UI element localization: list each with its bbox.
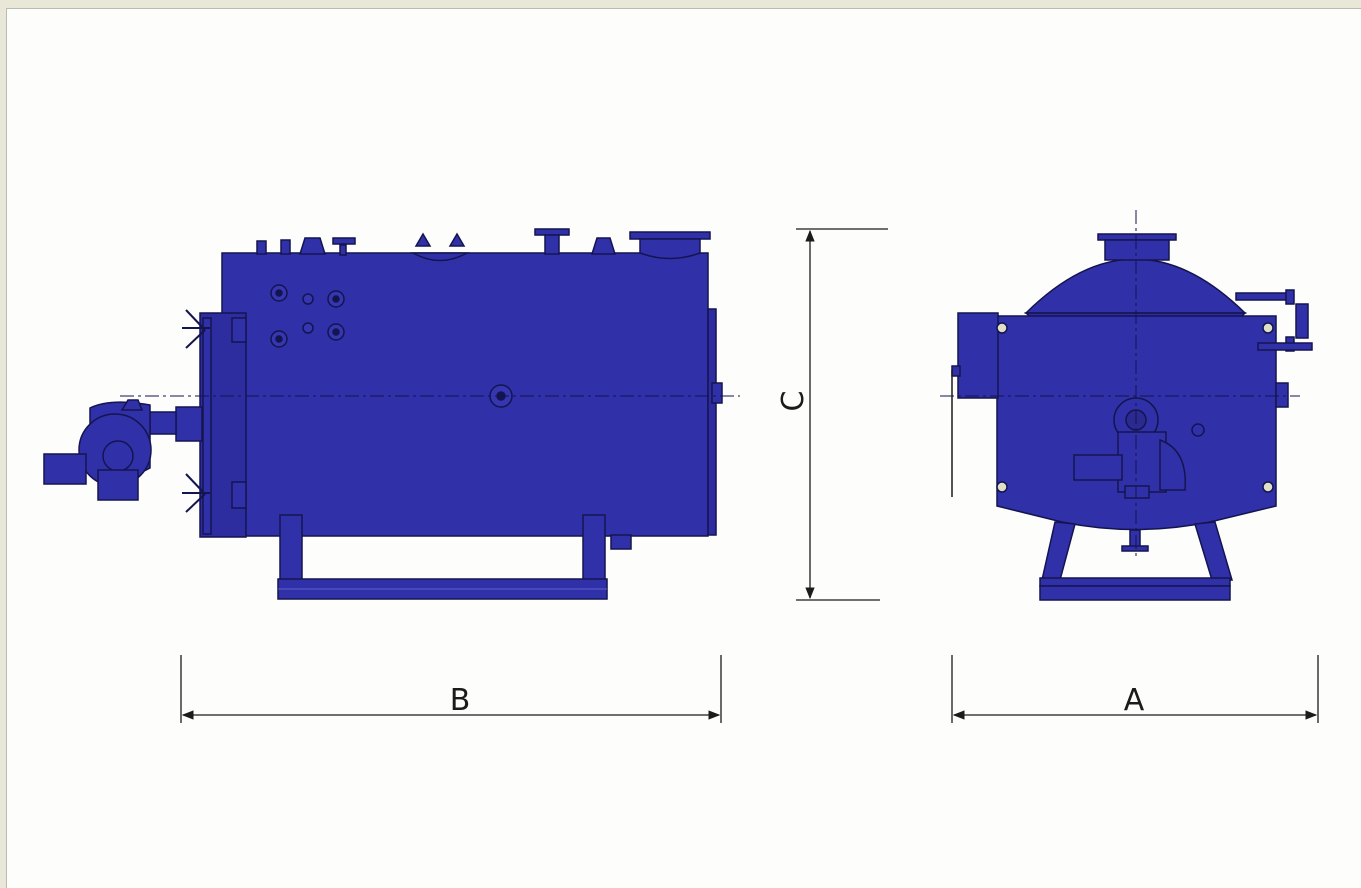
dimension-lines xyxy=(180,228,1319,723)
front-center-lines xyxy=(940,210,1300,560)
top-fittings xyxy=(256,228,711,262)
dimension-label-b: B xyxy=(450,683,471,718)
inspection-ports xyxy=(270,284,513,408)
dimension-label-c: C xyxy=(776,391,811,412)
burner xyxy=(43,399,203,501)
boiler-front-view xyxy=(951,233,1313,601)
boiler-side-view xyxy=(43,228,723,600)
dimension-label-a: A xyxy=(1124,683,1145,718)
door-hinges xyxy=(182,309,210,513)
